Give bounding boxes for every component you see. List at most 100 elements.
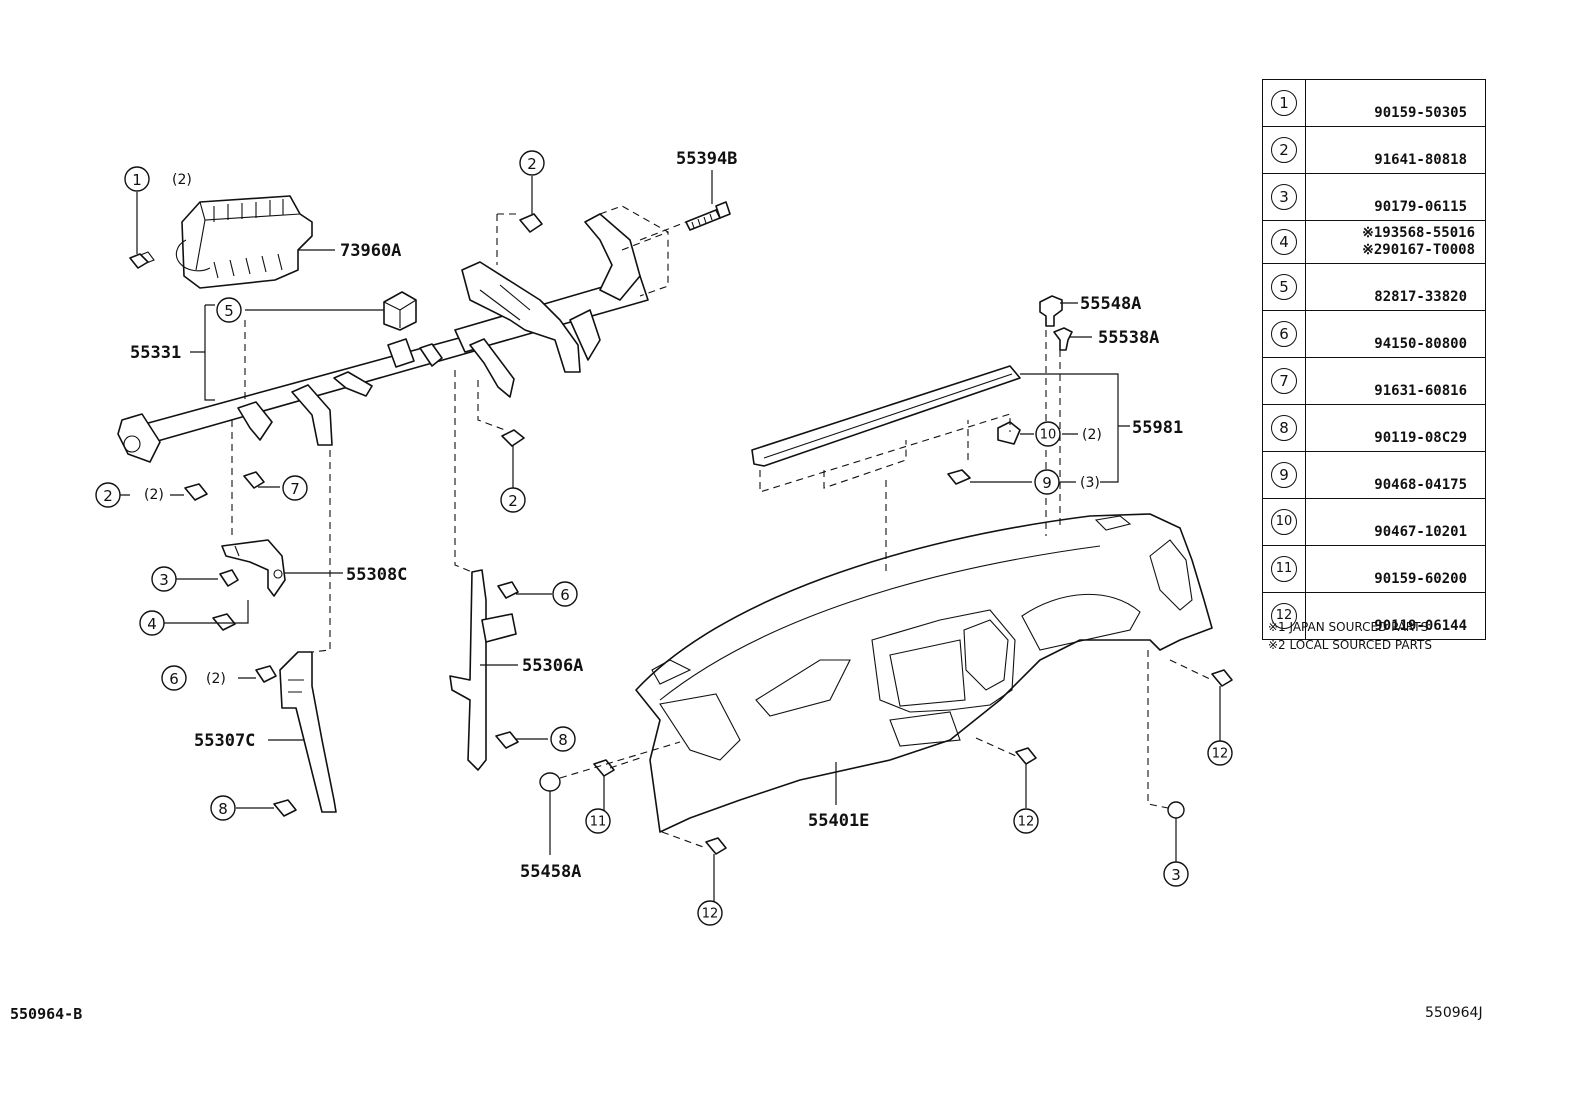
part-number: 90159-50305: [1374, 105, 1467, 121]
svg-text:2: 2: [527, 155, 537, 173]
row-number-callout: 2: [1271, 137, 1297, 163]
label-55308C: 55308C: [346, 565, 407, 585]
callout-8: 8: [210, 795, 236, 821]
steering-support-55331: [117, 213, 649, 463]
callout-6: 6: [552, 581, 578, 607]
callout-3: 3: [1163, 861, 1189, 887]
callout-9: 9: [1034, 469, 1060, 495]
svg-text:2: 2: [103, 487, 113, 505]
svg-text:2: 2: [508, 492, 518, 510]
svg-text:8: 8: [218, 800, 228, 818]
diagram-code-right: 550964J: [1425, 1005, 1483, 1021]
svg-text:3: 3: [1171, 866, 1181, 884]
parts-table-row: 9 90468-04175: [1262, 451, 1486, 499]
label-55394B: 55394B: [676, 149, 737, 169]
part-number: 82817-33820: [1374, 289, 1467, 305]
label-55548A: 55548A: [1080, 294, 1141, 314]
callout-12: 12: [697, 900, 723, 926]
callout-12: 12: [1013, 808, 1039, 834]
label-55306A: 55306A: [522, 656, 583, 676]
fasteners: [129, 213, 1233, 855]
parts-table-row: 11 90159-60200: [1262, 545, 1486, 593]
part-number: 91631-60816: [1374, 383, 1467, 399]
callout-2: 2: [500, 487, 526, 513]
part-number: ※290167-T0008: [1362, 242, 1475, 258]
note-local: ※2 LOCAL SOURCED PARTS: [1268, 638, 1432, 652]
callout-10: 10: [1035, 421, 1061, 447]
row-number-callout: 10: [1271, 509, 1297, 535]
parts-table-row: 5 82817-33820: [1262, 263, 1486, 311]
airbag-module-73960A: [137, 195, 335, 289]
callout-2: 2: [519, 150, 545, 176]
dashed-assembly-lines: [231, 205, 1213, 849]
svg-text:7: 7: [290, 480, 300, 498]
label-55538A: 55538A: [1098, 328, 1159, 348]
note-japan: ※1 JAPAN SOURCED PARTS: [1268, 620, 1429, 634]
garnish-55981: [751, 365, 1130, 485]
qty-2: (2): [144, 487, 164, 503]
label-55458A: 55458A: [520, 862, 581, 882]
svg-text:10: 10: [1040, 428, 1057, 443]
label-55307C: 55307C: [194, 731, 255, 751]
plug-55458A: [539, 772, 561, 855]
parts-table-row: 3 90179-06115: [1262, 173, 1486, 221]
row-number-callout: 7: [1271, 368, 1297, 394]
row-number-callout: 12: [1271, 603, 1297, 629]
clip-55538A: [1053, 327, 1092, 351]
part-number: 90159-60200: [1374, 571, 1467, 587]
callout-2: 2: [95, 482, 121, 508]
callout-1: 1: [124, 166, 150, 192]
svg-text:12: 12: [702, 907, 719, 922]
row-number-callout: 9: [1271, 462, 1297, 488]
label-55331: 55331: [130, 343, 181, 363]
parts-table-row: 4※193568-55016※290167-T0008: [1262, 220, 1486, 264]
svg-text:4: 4: [147, 615, 157, 633]
row-number-callout: 6: [1271, 321, 1297, 347]
row-number-callout: 4: [1271, 229, 1297, 255]
svg-text:12: 12: [1018, 815, 1035, 830]
callout-5: 5: [216, 297, 242, 323]
callout-6: 6: [161, 665, 187, 691]
svg-text:5: 5: [224, 302, 234, 320]
svg-text:1: 1: [132, 171, 142, 189]
label-55401E: 55401E: [808, 811, 869, 831]
part-number: 91641-80818: [1374, 152, 1467, 168]
svg-text:8: 8: [558, 731, 568, 749]
leader-lines: [118, 176, 1221, 902]
row-number-callout: 3: [1271, 184, 1297, 210]
svg-text:6: 6: [169, 670, 179, 688]
callout-8: 8: [550, 726, 576, 752]
callout-4: 4: [139, 610, 165, 636]
row-number-callout: 5: [1271, 274, 1297, 300]
svg-text:12: 12: [1212, 747, 1229, 762]
row-number-callout: 11: [1271, 556, 1297, 582]
callout-7: 7: [282, 475, 308, 501]
part-number: 90468-04175: [1374, 477, 1467, 493]
svg-text:11: 11: [590, 815, 607, 830]
bolt-55394B: [685, 170, 731, 231]
callout-11: 11: [585, 808, 611, 834]
label-55981: 55981: [1132, 418, 1183, 438]
svg-text:9: 9: [1042, 474, 1052, 492]
brace-55308C: [221, 539, 343, 597]
parts-table-row: 2 91641-80818: [1262, 126, 1486, 174]
diagram-code-left: 550964-B: [10, 1005, 83, 1023]
row-number-callout: 8: [1271, 415, 1297, 441]
svg-text:3: 3: [159, 571, 169, 589]
parts-table-row: 7 91631-60816: [1262, 357, 1486, 405]
part-number: 90467-10201: [1374, 524, 1467, 540]
qty-6: (2): [206, 671, 226, 687]
instrument-panel-55401E: [635, 513, 1213, 833]
part-number: 90119-06144: [1374, 618, 1467, 634]
source-notes: ※1 JAPAN SOURCED PARTS ※2 LOCAL SOURCED …: [1268, 618, 1432, 654]
qty-9: (3): [1080, 475, 1100, 491]
bracket-55306A: [449, 569, 518, 771]
clip-55548A: [1039, 295, 1078, 327]
bracket-55307C: [268, 651, 337, 813]
svg-text:6: 6: [560, 586, 570, 604]
part-number: 90179-06115: [1374, 199, 1467, 215]
